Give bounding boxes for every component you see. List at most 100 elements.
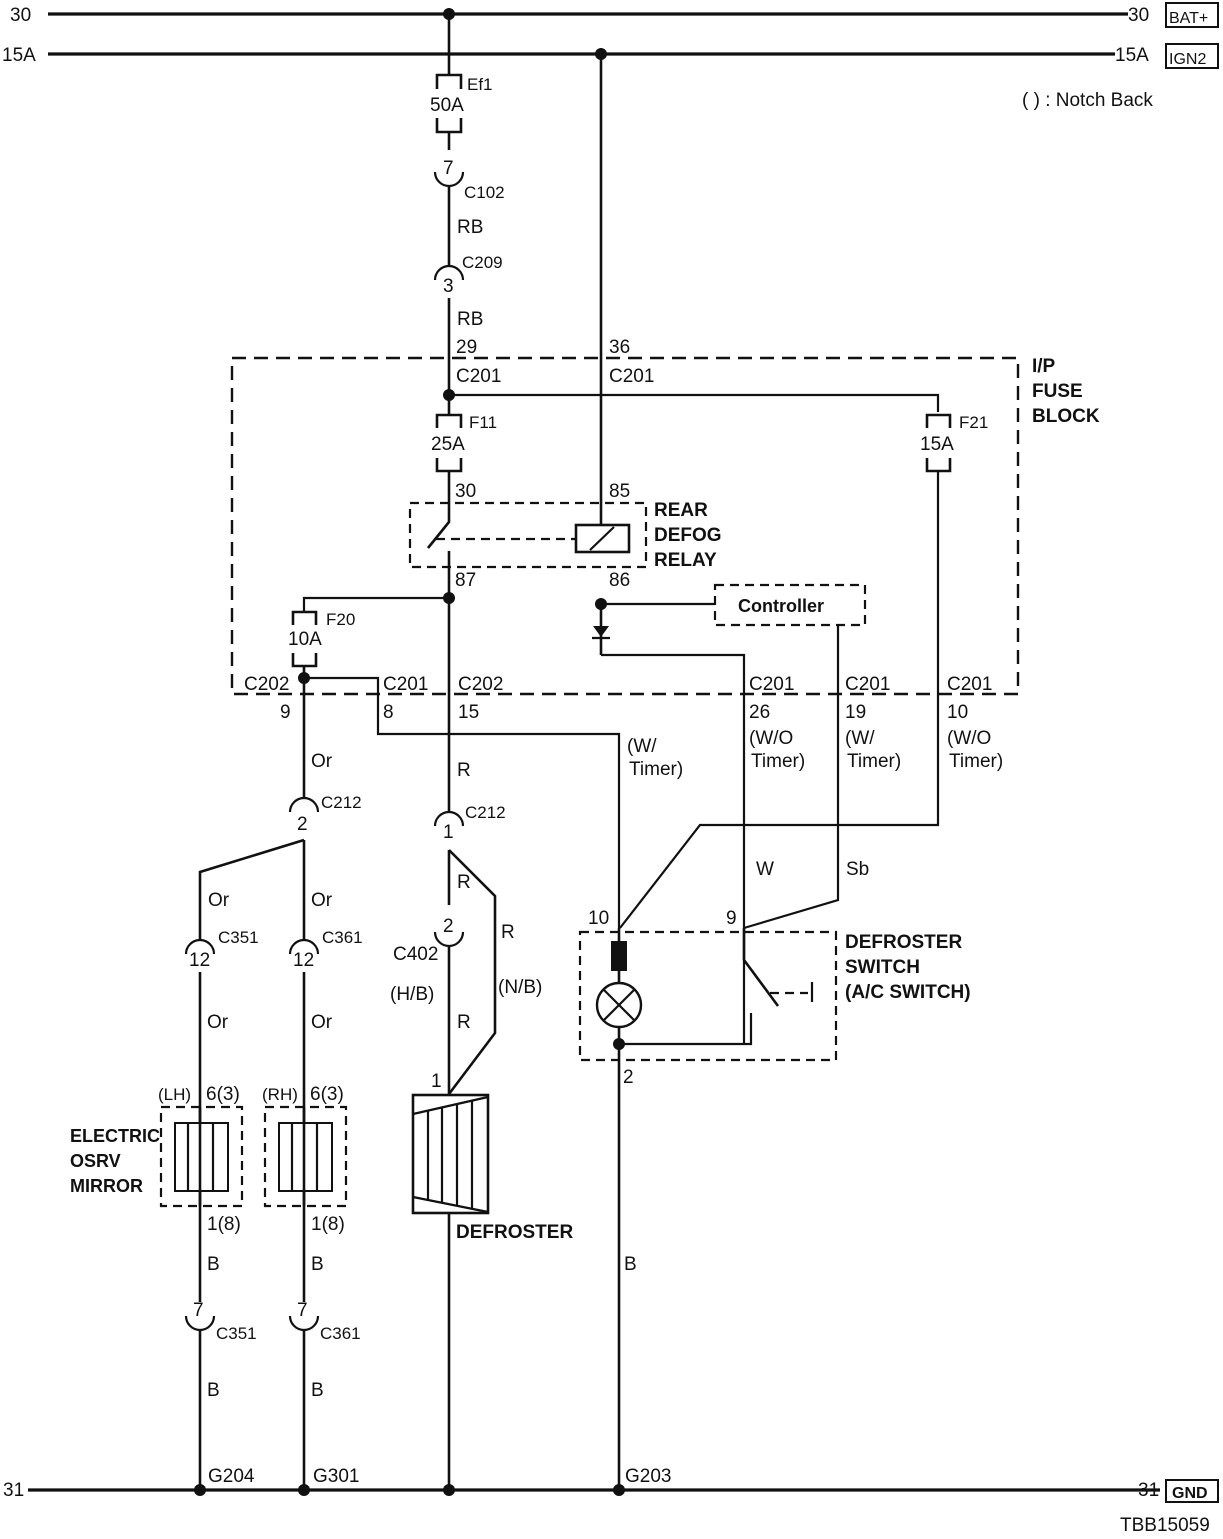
variant-wtimer-2: Timer) (629, 759, 683, 780)
legend-note: ( ) : Notch Back (1022, 90, 1153, 111)
wire-color-rb2: RB (457, 309, 483, 330)
rear-defog-relay: 30 85 87 86 REAR DEFOG RELAY (408, 481, 722, 598)
controller-outline (713, 583, 867, 627)
diode-icon (592, 626, 610, 640)
bat-tag-box (1165, 2, 1219, 28)
fuse-ef1-name: Ef1 (467, 75, 493, 94)
pin-c201-26: 26 (749, 702, 770, 723)
variant-c201-26-2: Timer) (751, 751, 805, 772)
mirror-name-line: OSRV (70, 1151, 121, 1171)
gnd-tag: GND (1172, 1485, 1208, 1502)
conn-c201-26: C201 (749, 674, 794, 695)
wire-color-b-lh1: B (207, 1254, 220, 1275)
connector-c212-1: 1 C212 (433, 803, 506, 843)
ign-tag-box (1165, 43, 1219, 69)
fuse-f21: 15A F21 (920, 413, 988, 473)
switch-pin-10: 10 (588, 908, 609, 929)
connector-c361-7: 7 C361 (288, 1300, 361, 1343)
fuse-block-line: I/P (1032, 356, 1056, 377)
pin-c202-15: 15 (458, 702, 479, 723)
pin-c201-10: 10 (947, 702, 968, 723)
connector-c402-pin: 2 (443, 916, 454, 937)
fuse-block-line: BLOCK (1032, 406, 1100, 427)
relay-pin-85: 85 (609, 481, 630, 502)
fuse-f11-rating: 25A (431, 434, 465, 455)
relay-pin-30: 30 (455, 481, 476, 502)
pin-c201-36: 36 (609, 337, 630, 358)
ground-point-g204 (194, 1484, 206, 1496)
fuse-f11-name: F11 (469, 413, 497, 432)
wire-color-r3: R (457, 1012, 471, 1033)
ground-point-g301 (298, 1484, 310, 1496)
wire-color-r1: R (457, 760, 471, 781)
conn-c201-10: C201 (947, 674, 992, 695)
fuse-f21-name: F21 (959, 413, 988, 432)
diagram-code: TBB15059 (1120, 1515, 1210, 1536)
fuse-f20-name: F20 (326, 610, 355, 629)
ign-bus-label-left: 15A (2, 45, 36, 66)
fuse-f21-rating: 15A (920, 434, 954, 455)
variant-wtimer: (W/ (627, 736, 657, 757)
connector-c212-1-name: C212 (465, 803, 506, 822)
connector-c209-name: C209 (462, 253, 503, 272)
variant-c201-10-2: Timer) (949, 751, 1003, 772)
switch-name-line: (A/C SWITCH) (845, 982, 971, 1003)
connector-c351-12: 12 C351 (184, 928, 259, 971)
relay-name-line: RELAY (654, 550, 717, 571)
wire-color-b-lh2: B (207, 1380, 220, 1401)
connector-c102-pin: 7 (443, 158, 454, 179)
wire-color-b-rh1: B (311, 1254, 324, 1275)
defroster: 1 DEFROSTER (411, 1071, 573, 1243)
mirror-rh-top-pin: 6(3) (310, 1084, 344, 1105)
ground-bus: 31 31 GND (3, 1479, 1219, 1503)
conn-c201-29: C201 (456, 366, 501, 387)
mirror-rh-heater-icon (278, 1122, 333, 1192)
connector-c361-12-pin: 12 (293, 950, 314, 971)
mirror-rh-label: (RH) (262, 1085, 298, 1104)
conn-c202-15: C202 (458, 674, 503, 695)
switch-name-line: DEFROSTER (845, 932, 962, 953)
gnd-tag-box (1165, 1479, 1219, 1503)
wire-color-r-nb: R (501, 922, 515, 943)
wire-color-rb1: RB (457, 217, 483, 238)
mirror-lh-bot-pin: 1(8) (207, 1214, 241, 1235)
defroster-grid-icon (411, 1093, 490, 1215)
mirror-rh-bot-pin: 1(8) (311, 1214, 345, 1235)
bat-bus-label-left: 30 (10, 5, 31, 26)
ip-fuse-block-label: I/P FUSE BLOCK (1032, 356, 1100, 427)
defroster-label: DEFROSTER (456, 1222, 573, 1243)
fuse-f20: 10A F20 (288, 610, 355, 668)
wire-color-or-rh-top: Or (311, 890, 333, 911)
fuse-block-line: FUSE (1032, 381, 1083, 402)
ground-label-g301: G301 (313, 1466, 359, 1487)
connector-c361-7-name: C361 (320, 1324, 361, 1343)
connector-c212-1-pin: 1 (443, 822, 454, 843)
fuse-ef1: 50A Ef1 (430, 73, 493, 134)
variant-c201-26: (W/O (749, 728, 793, 749)
bat-bus: 30 30 BAT+ (10, 2, 1219, 28)
connector-c102-name: C102 (464, 183, 505, 202)
ign-bus: 15A 15A IGN2 (2, 43, 1219, 69)
variant-c201-19-2: Timer) (847, 751, 901, 772)
switch-pin-2: 2 (623, 1067, 634, 1088)
defroster-switch: 10 9 DEFROSTER SWITCH (A/C SWITCH) 2 (578, 908, 971, 1490)
mirror-lh-heater-icon (174, 1122, 229, 1192)
wire-color-or-lh-top: Or (208, 890, 230, 911)
connector-c351-12-name: C351 (218, 928, 259, 947)
wire-color-or-lh-bot: Or (207, 1012, 229, 1033)
conn-c201-8: C201 (383, 674, 428, 695)
controller: Controller (713, 583, 867, 627)
ground-label-g204: G204 (208, 1466, 255, 1487)
conn-c201-36: C201 (609, 366, 654, 387)
fuse-f11: 25A F11 (431, 395, 497, 473)
mirror-lh-label: (LH) (158, 1085, 191, 1104)
connector-c351-7-name: C351 (216, 1324, 257, 1343)
wire-color-b-sw: B (624, 1254, 637, 1275)
variant-nb: (N/B) (498, 977, 542, 998)
wire-color-b-rh2: B (311, 1380, 324, 1401)
ground-label-g203: G203 (625, 1466, 671, 1487)
mirror-name-line: ELECTRIC (70, 1126, 160, 1146)
ign-bus-label-right: 15A (1115, 45, 1149, 66)
switch-pin-9: 9 (726, 908, 737, 929)
